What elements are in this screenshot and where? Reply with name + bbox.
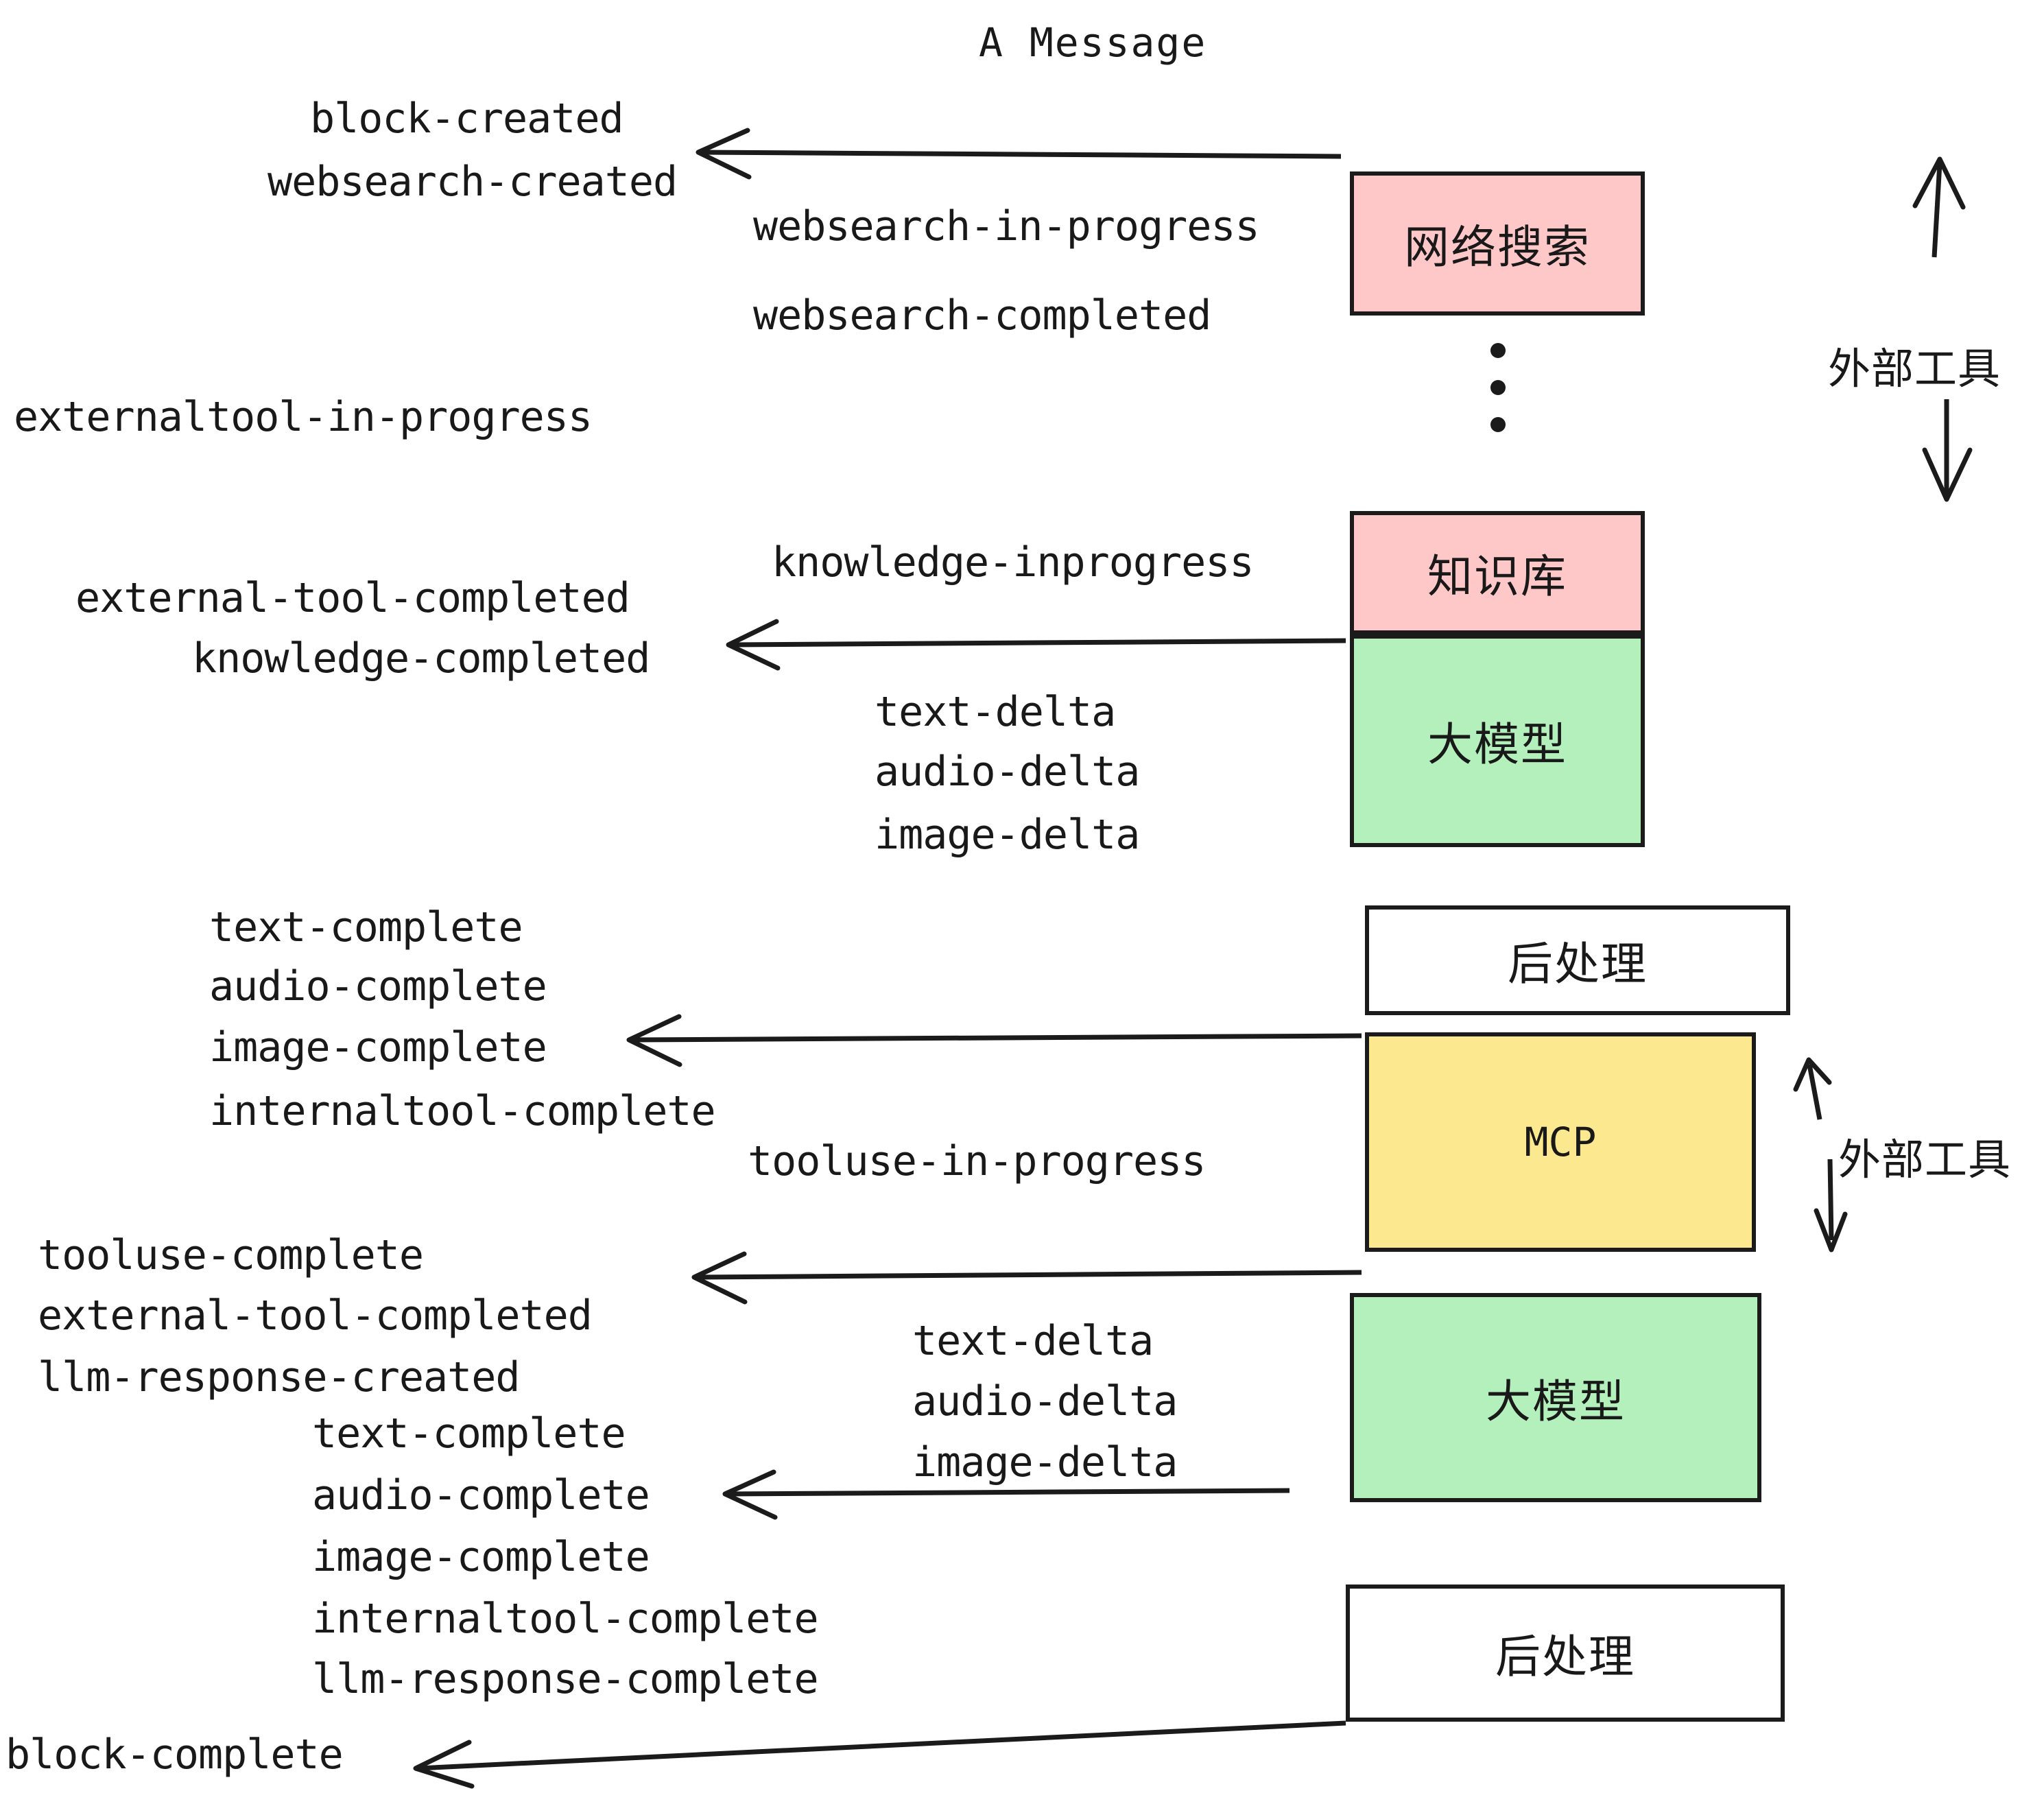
event-text-complete-2: text-complete xyxy=(312,1410,626,1458)
event-text-delta-1: text-delta xyxy=(875,688,1116,736)
bracket-label-external-tools-top: 外部工具 xyxy=(1828,344,2001,394)
box-postprocess-2-label: 后处理 xyxy=(1495,1630,1635,1683)
bracket-arrow-up-top xyxy=(1912,156,1966,258)
diagram-title: A Message xyxy=(979,19,1207,66)
event-llm-response-complete: llm-response-complete xyxy=(312,1655,819,1703)
event-llm-response-created: llm-response-created xyxy=(38,1353,520,1401)
box-postprocess-2: 后处理 xyxy=(1346,1585,1785,1722)
event-knowledge-inprogress: knowledge-inprogress xyxy=(772,538,1254,586)
arrow-knowledge-to-knowledge-completed xyxy=(726,619,1346,671)
event-tooluse-in-progress: tooluse-in-progress xyxy=(748,1137,1206,1185)
box-llm-2-label: 大模型 xyxy=(1486,1375,1626,1428)
event-audio-complete-1: audio-complete xyxy=(209,962,547,1010)
event-text-complete-1: text-complete xyxy=(209,903,523,951)
ellipsis-dots xyxy=(1490,343,1506,432)
event-text-delta-2: text-delta xyxy=(912,1317,1154,1365)
box-knowledge-label: 知识库 xyxy=(1427,550,1567,603)
bracket-arrow-up-bottom xyxy=(1793,1057,1832,1120)
event-knowledge-completed: knowledge-completed xyxy=(192,634,650,683)
arrow-postprocess1-to-image-complete xyxy=(626,1014,1362,1067)
box-llm-1-label: 大模型 xyxy=(1427,718,1567,771)
bracket-arrow-down-top xyxy=(1922,399,1973,502)
event-image-complete-1: image-complete xyxy=(209,1023,547,1071)
arrow-mcp-to-tooluse-complete xyxy=(691,1251,1362,1305)
event-block-complete: block-complete xyxy=(5,1731,344,1779)
event-tooluse-complete: tooluse-complete xyxy=(38,1231,424,1279)
box-llm-2: 大模型 xyxy=(1350,1293,1761,1502)
event-websearch-in-progress: websearch-in-progress xyxy=(753,202,1260,250)
box-knowledge: 知识库 xyxy=(1350,511,1645,634)
event-websearch-completed: websearch-completed xyxy=(753,292,1211,340)
event-image-delta-1: image-delta xyxy=(875,811,1140,859)
box-mcp: MCP xyxy=(1365,1032,1756,1252)
event-audio-delta-2: audio-delta xyxy=(912,1377,1178,1425)
box-mcp-label: MCP xyxy=(1524,1119,1597,1165)
event-internaltool-complete-1: internaltool-complete xyxy=(209,1087,716,1135)
event-audio-delta-1: audio-delta xyxy=(875,748,1140,796)
arrow-postprocess2-to-block-complete xyxy=(413,1720,1346,1789)
dot-3 xyxy=(1490,417,1506,432)
dot-2 xyxy=(1490,380,1506,395)
dot-1 xyxy=(1490,343,1506,358)
event-image-complete-2: image-complete xyxy=(312,1533,650,1581)
box-postprocess-1: 后处理 xyxy=(1365,905,1790,1015)
arrow-websearch-to-block-created xyxy=(696,128,1342,180)
event-image-delta-2: image-delta xyxy=(912,1438,1178,1486)
event-external-tool-completed-1: external-tool-completed xyxy=(75,574,630,622)
box-postprocess-1-label: 后处理 xyxy=(1508,938,1648,990)
event-externaltool-in-progress: externaltool-in-progress xyxy=(14,393,593,441)
box-websearch-label: 网络搜索 xyxy=(1404,221,1591,274)
event-audio-complete-2: audio-complete xyxy=(312,1471,650,1519)
event-websearch-created: websearch-created xyxy=(268,158,678,206)
bracket-label-external-tools-bottom: 外部工具 xyxy=(1838,1135,2012,1185)
event-block-created: block-created xyxy=(310,95,624,143)
box-websearch: 网络搜索 xyxy=(1350,171,1645,316)
event-external-tool-completed-2: external-tool-completed xyxy=(38,1292,593,1340)
event-internaltool-complete-2: internaltool-complete xyxy=(312,1595,819,1643)
box-llm-1: 大模型 xyxy=(1350,634,1645,847)
